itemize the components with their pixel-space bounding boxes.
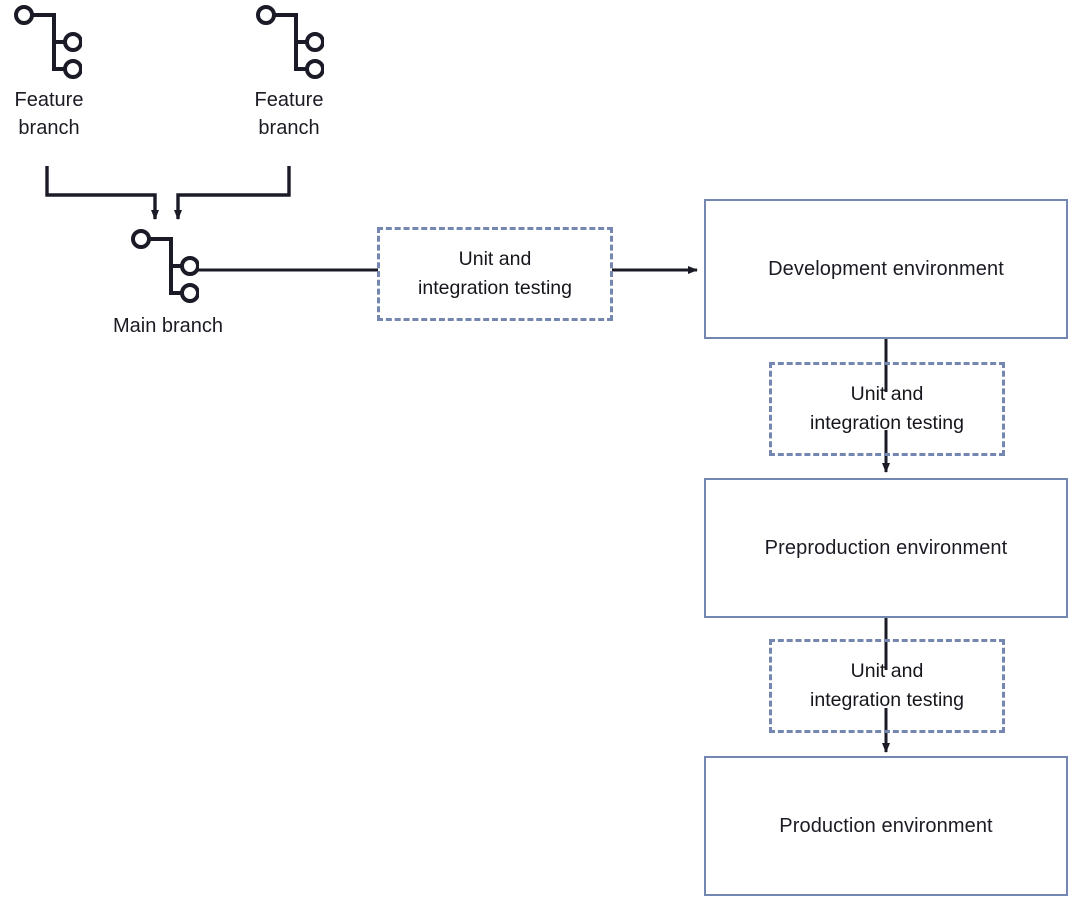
main-branch-label: Main branch bbox=[112, 315, 224, 337]
git-branch-icon-feature-left bbox=[14, 5, 82, 79]
git-branch-icon-feature-right bbox=[256, 5, 324, 79]
development-environment-label: Development environment bbox=[768, 257, 1004, 280]
testing-gate-1-label: Unit and integration testing bbox=[418, 248, 572, 299]
production-environment-label: Production environment bbox=[779, 814, 993, 837]
feature-branch-right-label: Feature branch bbox=[254, 89, 324, 140]
testing-gate-2-label: Unit and integration testing bbox=[810, 383, 964, 434]
testing-gate-1: Unit and integration testing bbox=[377, 227, 613, 321]
feature-branch-left-label: Feature branch bbox=[14, 89, 84, 140]
production-environment-box[interactable]: Production environment bbox=[704, 756, 1068, 896]
merge-connector-left bbox=[45, 166, 159, 220]
testing-gate-3: Unit and integration testing bbox=[769, 639, 1005, 733]
testing-gate-3-label: Unit and integration testing bbox=[810, 660, 964, 711]
testing-gate-2: Unit and integration testing bbox=[769, 362, 1005, 456]
merge-connector-right bbox=[174, 166, 291, 220]
git-branch-icon-main bbox=[131, 229, 199, 303]
development-environment-box[interactable]: Development environment bbox=[704, 199, 1068, 339]
preproduction-environment-box[interactable]: Preproduction environment bbox=[704, 478, 1068, 618]
preproduction-environment-label: Preproduction environment bbox=[764, 536, 1008, 559]
